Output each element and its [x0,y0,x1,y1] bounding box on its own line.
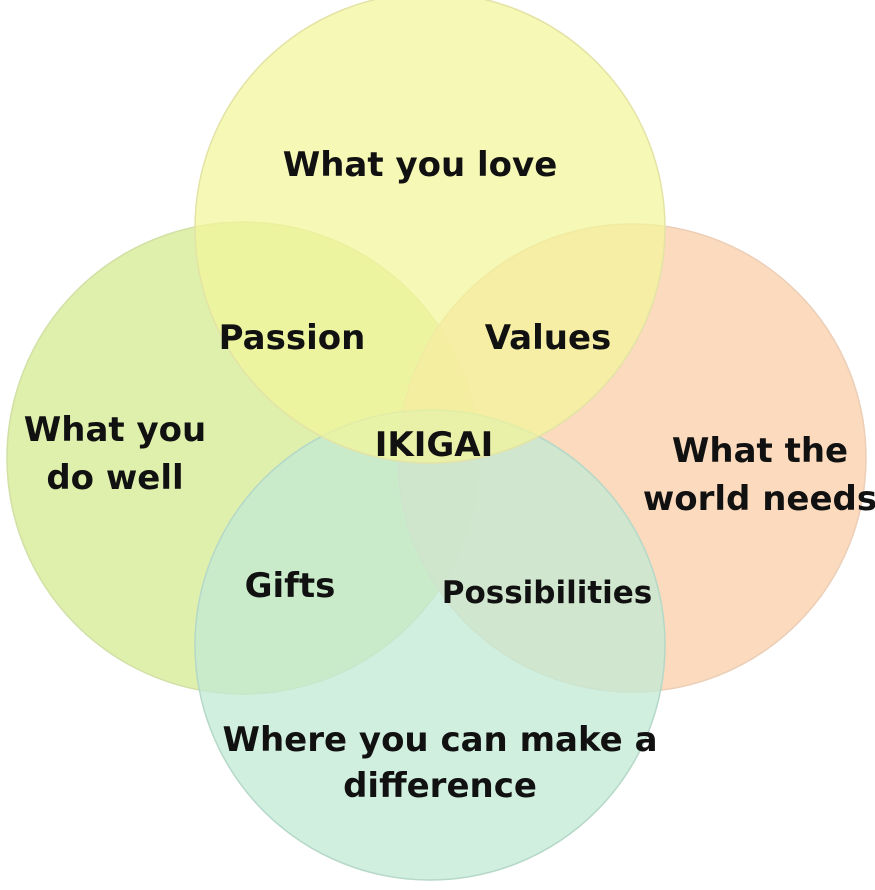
circle-what-you-love [194,0,666,464]
label-possibilities: Possibilities [442,575,653,611]
label-what-the-world-needs-line2: world needs [643,479,875,519]
label-what-you-do-well-line1: What you [24,410,206,450]
label-what-you-do-well-line2: do well [46,458,183,498]
label-what-the-world-needs-line1: What the [672,431,848,471]
circles [6,0,867,881]
label-where-you-can-make-a-difference-line1: Where you can make a [222,720,657,760]
label-passion: Passion [219,318,366,358]
circle-where-you-can-make-a-difference [194,409,666,881]
label-values: Values [485,318,612,358]
labels: What you love Passion Values What you do… [24,145,875,806]
label-what-you-love: What you love [283,145,558,185]
label-where-you-can-make-a-difference-line2: difference [343,766,537,806]
label-ikigai: IKIGAI [375,425,494,465]
label-gifts: Gifts [245,566,336,606]
